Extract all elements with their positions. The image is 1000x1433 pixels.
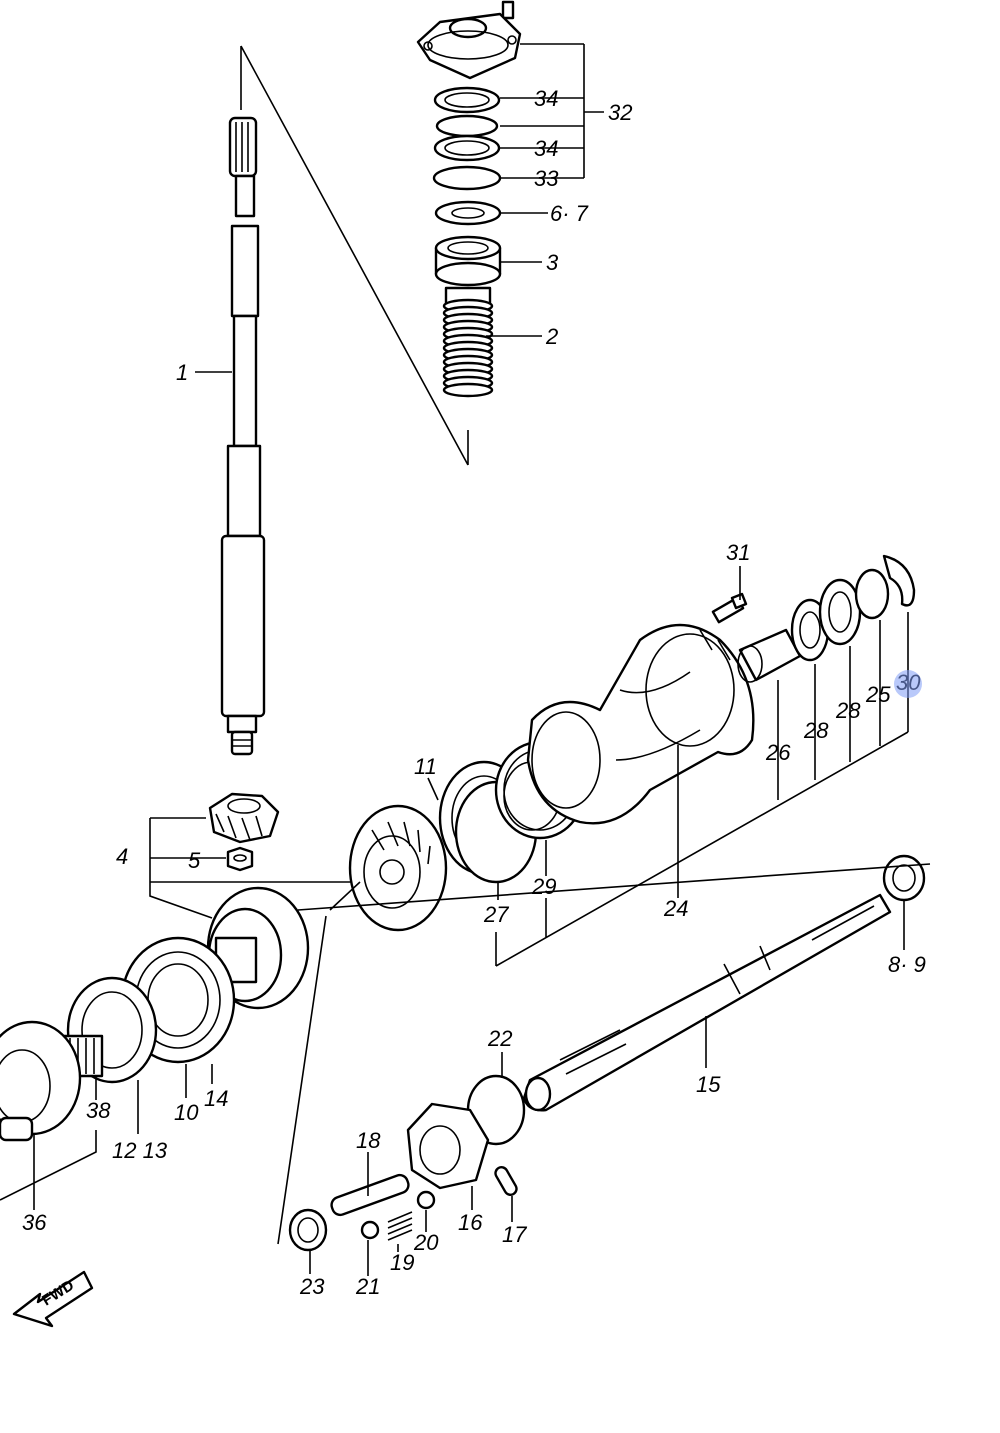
callout-34-upper: 34 <box>534 86 558 111</box>
part-34-ring-lower <box>433 134 501 162</box>
callout-29: 29 <box>531 874 556 899</box>
callout-labels: 1 2 3 6· 7 33 34 34 32 31 30 25 28 28 26… <box>22 86 926 1299</box>
callout-4: 4 <box>116 844 128 869</box>
part-8-9-thrust-washer <box>882 854 926 902</box>
part-34-ring-upper <box>433 86 501 114</box>
callout-14: 14 <box>204 1086 228 1111</box>
rear-stack <box>495 554 916 967</box>
callout-32: 32 <box>608 100 632 125</box>
part-30-circlip <box>882 554 916 607</box>
part-20-ball <box>416 1190 436 1210</box>
part-32-cap <box>416 0 522 80</box>
callout-23: 23 <box>299 1274 325 1299</box>
part-5-nut <box>226 846 254 872</box>
highlight-marker <box>894 670 922 698</box>
part-15-propeller-shaft <box>522 893 892 1112</box>
part-33-oring <box>432 165 502 191</box>
part-28-seal-b <box>818 578 862 646</box>
leader-lines <box>0 43 905 1276</box>
clutch-parts <box>288 1074 526 1252</box>
part-18-push-rod <box>330 1173 410 1217</box>
callout-19: 19 <box>390 1250 414 1275</box>
part-23-sleeve <box>288 1208 328 1252</box>
part-25-washer <box>854 568 890 620</box>
part-21-ball <box>360 1220 380 1240</box>
part-36-gear <box>0 1020 82 1142</box>
part-19-spring <box>387 1211 413 1241</box>
callout-38: 38 <box>86 1098 111 1123</box>
callout-27: 27 <box>483 902 509 927</box>
part-16-clutch-dog <box>406 1102 490 1190</box>
callout-18: 18 <box>356 1128 381 1153</box>
callout-5: 5 <box>188 848 201 873</box>
callout-31: 31 <box>726 540 750 565</box>
callout-28-a: 28 <box>803 718 829 743</box>
callout-25: 25 <box>865 682 891 707</box>
callout-15: 15 <box>696 1072 721 1097</box>
part-1-drive-shaft <box>220 116 266 756</box>
fwd-arrow-icon: FWD <box>12 1270 94 1328</box>
callout-17: 17 <box>502 1222 527 1247</box>
callout-24: 24 <box>663 896 688 921</box>
callout-20: 20 <box>413 1230 439 1255</box>
part-forward-gear <box>348 804 448 932</box>
callout-28-b: 28 <box>835 698 861 723</box>
pump-stack <box>240 0 522 466</box>
part-31-bolt <box>711 592 748 624</box>
callout-16: 16 <box>458 1210 483 1235</box>
callout-36: 36 <box>22 1210 47 1235</box>
callout-1: 1 <box>176 360 188 385</box>
callout-3: 3 <box>546 250 559 275</box>
callout-10: 10 <box>174 1100 199 1125</box>
part-3-bearing <box>434 235 502 287</box>
callout-11: 11 <box>414 754 437 779</box>
part-6-7-washer <box>434 200 502 226</box>
gear-cluster <box>0 792 360 1142</box>
callout-8-9: 8· 9 <box>888 952 926 977</box>
callout-2: 2 <box>545 324 558 349</box>
callout-21: 21 <box>355 1274 380 1299</box>
part-pinion-gear <box>208 792 280 844</box>
part-17-pin <box>494 1166 518 1196</box>
callout-34-lower: 34 <box>534 136 558 161</box>
callout-22: 22 <box>487 1026 512 1051</box>
part-24-bearing-housing <box>526 623 755 825</box>
part-2-spring <box>442 286 494 398</box>
part-26-needle-bearing <box>737 628 802 683</box>
callout-12-13: 12 13 <box>112 1138 168 1163</box>
part-ring <box>435 114 499 138</box>
callout-26: 26 <box>765 740 791 765</box>
callout-6-7: 6· 7 <box>550 201 589 226</box>
callout-33: 33 <box>534 166 559 191</box>
